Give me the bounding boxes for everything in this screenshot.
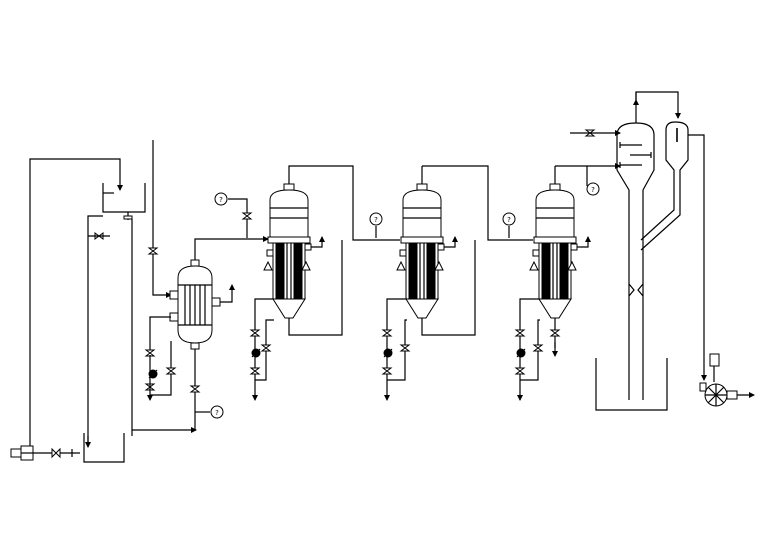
svg-text:?: ? <box>374 216 378 224</box>
valve-icon[interactable] <box>549 329 561 337</box>
pressure-gauge-icon: ? <box>369 212 383 226</box>
valve-icon[interactable] <box>381 367 393 375</box>
svg-text:?: ? <box>219 196 223 204</box>
pressure-gauge-icon: ? <box>210 405 224 419</box>
condenser-section <box>570 91 707 411</box>
effect-3 <box>508 163 621 401</box>
valve-icon[interactable] <box>144 349 156 357</box>
valve-icon[interactable] <box>189 385 201 393</box>
svg-text:?: ? <box>507 216 511 224</box>
feed-line-top <box>29 158 123 446</box>
pressure-gauge-icon: ? <box>502 212 516 226</box>
valve-icon[interactable] <box>249 329 261 337</box>
hot-well <box>595 358 668 411</box>
steam-trap-icon[interactable] <box>251 348 261 358</box>
pressure-gauge-icon: ? <box>586 182 600 196</box>
feed-pump-icon[interactable] <box>10 445 34 461</box>
preheater <box>144 236 269 430</box>
steam-trap-icon[interactable] <box>516 348 526 358</box>
steam-trap-icon[interactable] <box>383 348 393 358</box>
valve-icon[interactable] <box>584 129 596 137</box>
svg-text:?: ? <box>591 186 595 194</box>
valve-icon[interactable] <box>532 344 544 352</box>
valve-icon[interactable] <box>147 247 159 255</box>
steam-inlet-line <box>152 140 172 298</box>
valve-icon[interactable] <box>249 367 261 375</box>
valve-icon[interactable] <box>260 344 272 352</box>
valve-icon[interactable] <box>514 329 526 337</box>
valve-icon[interactable] <box>51 447 61 459</box>
feed-tank <box>102 183 146 213</box>
valve-icon[interactable] <box>399 344 411 352</box>
effect-2 <box>375 165 533 401</box>
receiving-tank <box>83 433 125 463</box>
svg-text:?: ? <box>215 409 219 417</box>
valve-icon[interactable] <box>165 367 177 375</box>
feed-section <box>10 140 197 463</box>
return-line <box>87 215 103 447</box>
effect-1 <box>228 165 400 401</box>
valve-icon[interactable] <box>241 212 253 220</box>
pump-icon[interactable] <box>699 353 755 407</box>
valve-icon[interactable] <box>381 329 393 337</box>
valve-icon[interactable] <box>514 367 526 375</box>
pressure-gauge-icon: ? <box>214 192 228 206</box>
